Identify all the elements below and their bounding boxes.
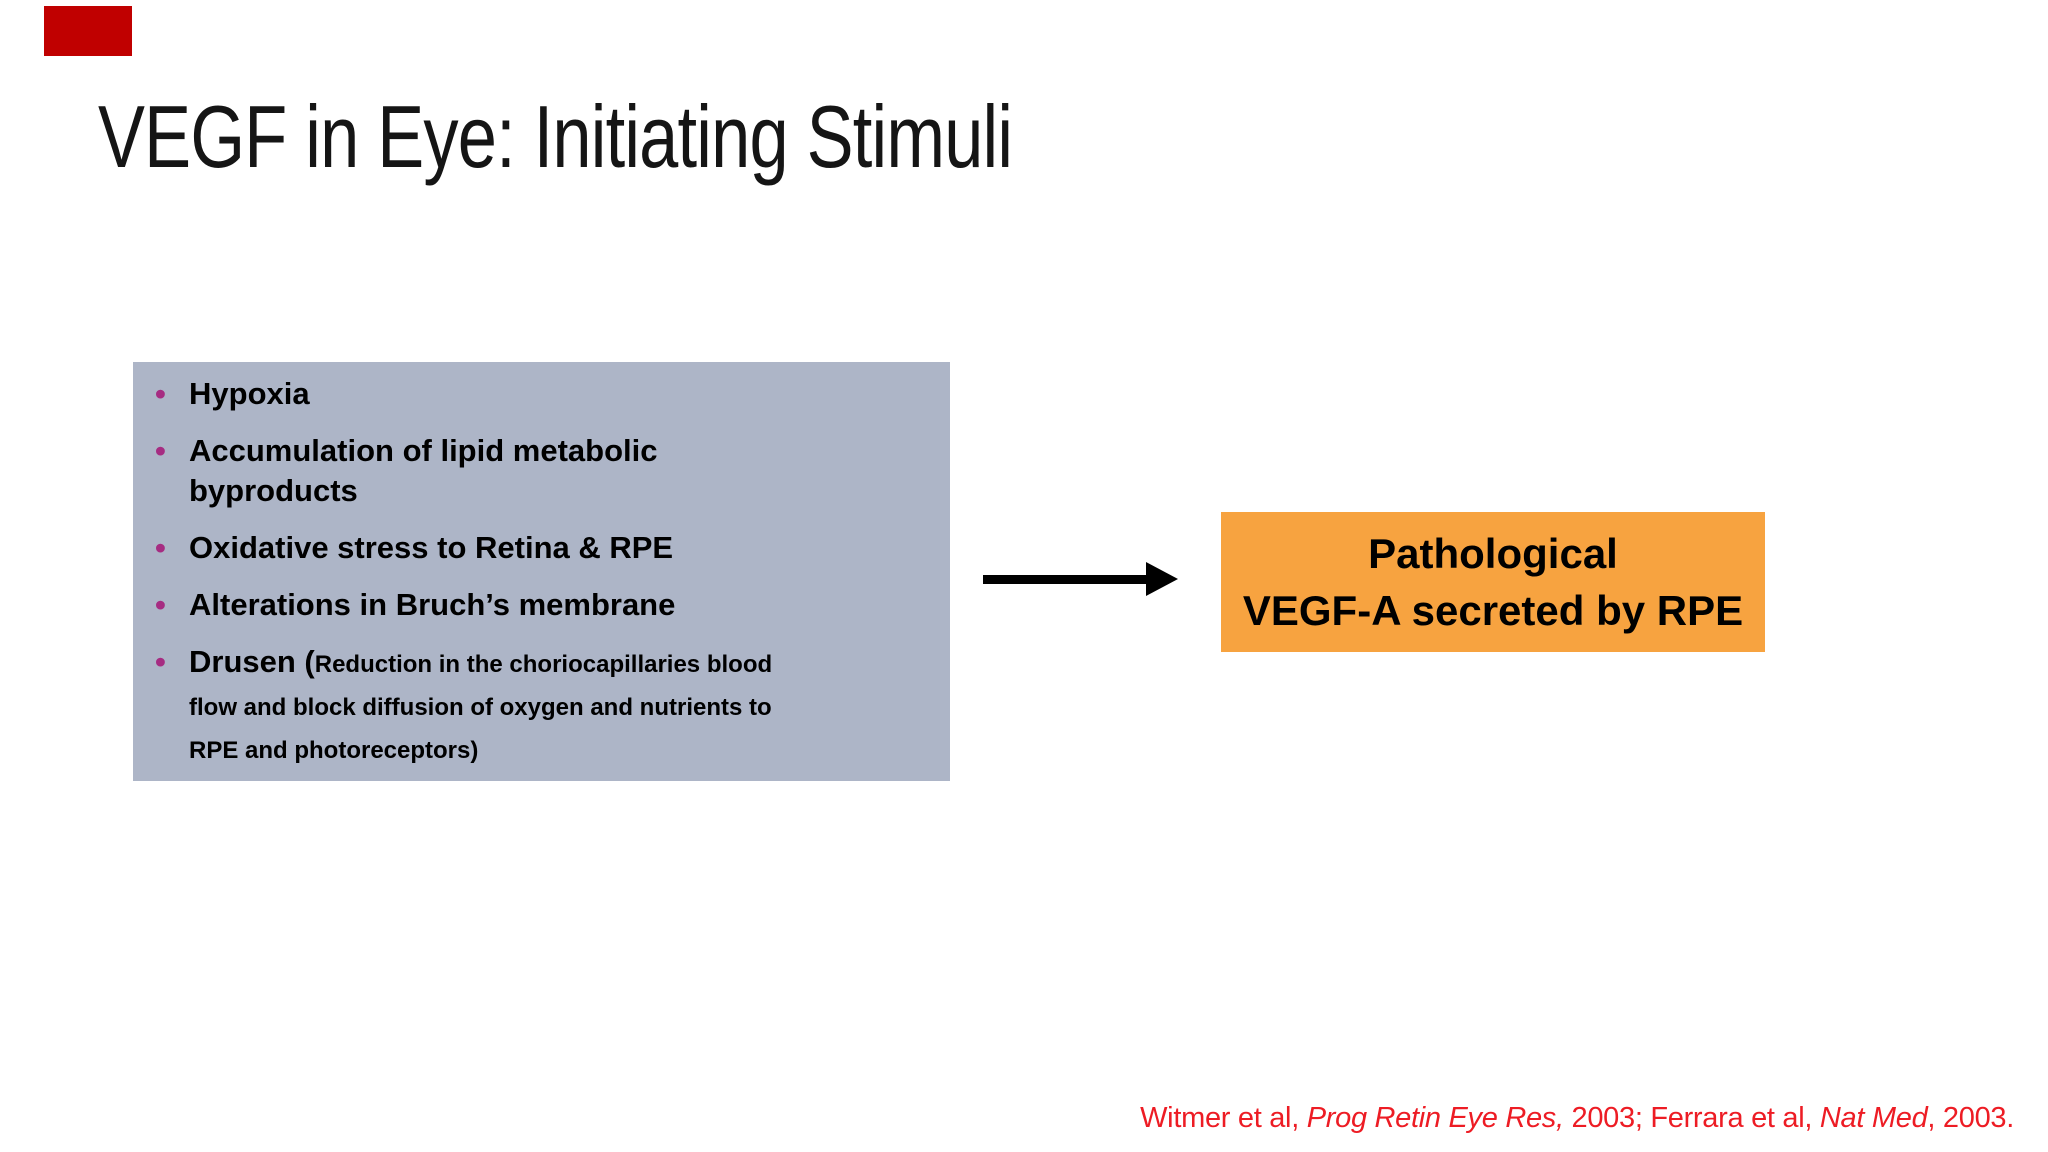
citation-segment: 2003; Ferrara et al,: [1563, 1102, 1820, 1134]
bullet-icon: •: [155, 530, 166, 565]
citation: Witmer et al, Prog Retin Eye Res, 2003; …: [1140, 1102, 2014, 1135]
bullet-item-label: Oxidative stress to Retina & RPE: [189, 530, 674, 565]
bullet-item-note: Reduction in the choriocapillaries blood…: [189, 651, 773, 764]
bullet-item-label: Alterations in Bruch’s membrane: [189, 587, 676, 622]
bullet-item-label: Drusen (Reduction in the choriocapillari…: [189, 642, 772, 771]
initiating-stimuli-box: • Hypoxia • Accumulation of lipid metabolic…: [133, 362, 950, 781]
arrow-shaft: [983, 575, 1146, 584]
bullet-item-lead: Drusen (: [189, 644, 315, 679]
pathological-vegf-box: Pathological VEGF-A secreted by RPE: [1221, 512, 1765, 652]
citation-segment: , 2003.: [1927, 1102, 2014, 1134]
bullet-icon: •: [155, 376, 166, 411]
citation-segment: Witmer et al,: [1140, 1102, 1307, 1134]
bullet-item: • Alterations in Bruch’s membrane: [155, 585, 930, 625]
bullet-icon: •: [155, 644, 166, 679]
bullet-item: • Hypoxia: [155, 374, 930, 414]
corner-accent-shape: [44, 6, 132, 56]
bullet-icon: •: [155, 587, 166, 622]
bullet-item-label: Hypoxia: [189, 376, 310, 411]
bullet-item: • Oxidative stress to Retina & RPE: [155, 528, 930, 568]
bullet-item: • Drusen (Reduction in the choriocapillar…: [155, 642, 930, 771]
result-box-line1: Pathological: [1368, 530, 1618, 577]
citation-segment: Prog Retin Eye Res,: [1306, 1102, 1564, 1134]
result-box-line2: VEGF-A secreted by RPE: [1242, 587, 1744, 634]
arrow-right-icon: [1146, 562, 1178, 596]
bullet-icon: •: [155, 433, 166, 468]
page-title: VEGF in Eye: Initiating Stimuli: [98, 87, 1013, 186]
citation-segment: Nat Med: [1819, 1102, 1928, 1134]
